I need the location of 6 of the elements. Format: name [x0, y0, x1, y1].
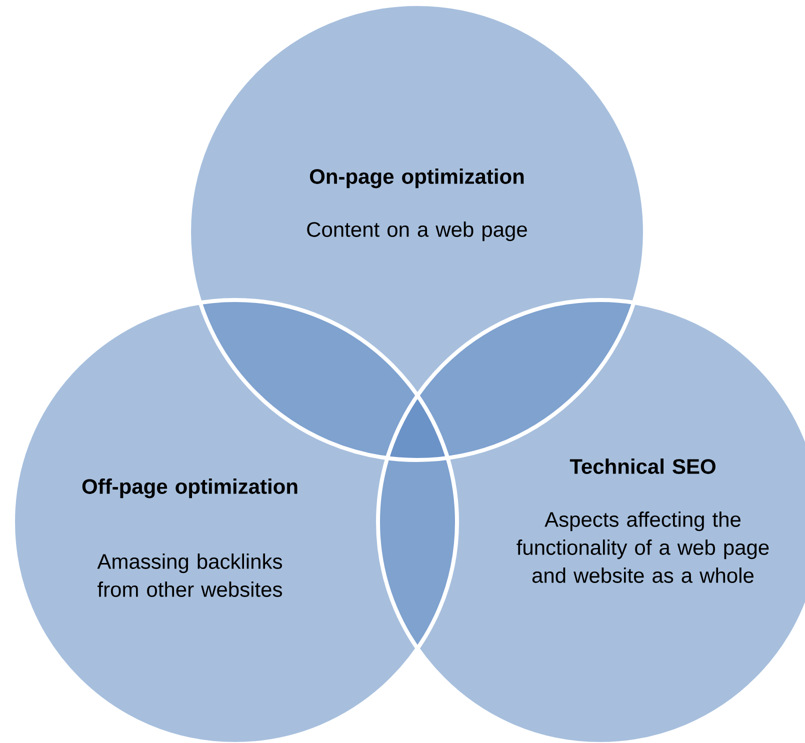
circle-heading: Off-page optimization: [82, 478, 298, 498]
circle-description: Content on a web page: [307, 222, 527, 242]
circle-heading: Technical SEO: [570, 458, 716, 474]
circle-description: Aspects affecting the functionality of a web page and website as a whole: [516, 512, 769, 583]
circle-heading: On-page optimization: [310, 168, 524, 188]
circle-description: Amassing backlinks from other websites: [97, 554, 282, 597]
